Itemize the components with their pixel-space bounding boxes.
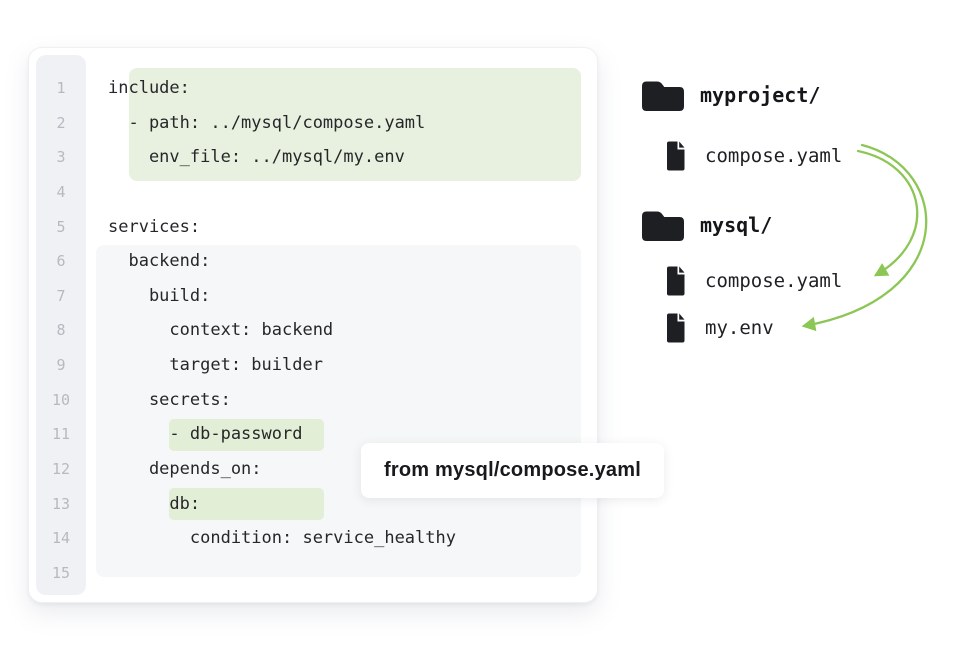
line-number: 14	[51, 529, 71, 548]
file-name: my.env	[705, 317, 774, 339]
file-name: compose.yaml	[705, 270, 843, 292]
line-number: 6	[56, 252, 66, 271]
line-number: 12	[51, 460, 71, 479]
line-number: 3	[56, 148, 66, 167]
line-number: 8	[56, 321, 66, 340]
folder-name: myproject/	[700, 83, 821, 107]
file-name: compose.yaml	[705, 145, 843, 167]
code-line: build:	[108, 285, 211, 306]
code-lines: include: - path: ../mysql/compose.yaml e…	[108, 71, 588, 591]
tree-file-row: compose.yaml	[663, 140, 842, 172]
line-number: 10	[51, 390, 71, 409]
line-number: 2	[56, 113, 66, 132]
line-number: 13	[51, 494, 71, 513]
code-line: backend:	[108, 251, 211, 272]
line-number-gutter	[36, 55, 86, 595]
code-line: services:	[108, 216, 201, 237]
line-number: 5	[56, 217, 66, 236]
services-section-background	[96, 245, 581, 577]
tree-file-row: my.env	[663, 312, 774, 344]
file-icon	[667, 266, 685, 296]
code-line: secrets:	[108, 389, 231, 410]
code-line: db:	[108, 493, 201, 514]
folder-icon	[642, 211, 684, 241]
line-number: 9	[56, 356, 66, 375]
code-line: depends_on:	[108, 459, 262, 480]
file-icon	[667, 313, 685, 343]
line-number: 15	[51, 563, 71, 582]
line-number: 1	[56, 79, 66, 97]
line-number: 7	[56, 286, 66, 305]
line-number: 11	[51, 425, 71, 444]
file-icon	[667, 141, 685, 171]
tree-folder-row: myproject/	[640, 78, 820, 112]
code-line: condition: service_healthy	[108, 528, 456, 549]
code-line: - path: ../mysql/compose.yaml	[108, 112, 426, 133]
code-line: target: builder	[108, 355, 323, 376]
code-line: - db-password	[108, 424, 303, 445]
code-line: include:	[108, 78, 190, 98]
line-number: 4	[56, 182, 66, 201]
code-line: context: backend	[108, 320, 334, 341]
annotation-text: from mysql/compose.yaml	[384, 459, 641, 481]
folder-icon	[642, 81, 684, 111]
tree-file-row: compose.yaml	[663, 265, 842, 297]
folder-name: mysql/	[700, 213, 773, 237]
db-password-line-highlight	[169, 419, 324, 451]
annotation-label: from mysql/compose.yaml	[361, 443, 664, 498]
include-block-highlight	[129, 68, 581, 181]
tree-folder-row: mysql/	[640, 208, 772, 242]
code-line: env_file: ../mysql/my.env	[108, 147, 405, 168]
db-line-highlight	[169, 488, 324, 520]
